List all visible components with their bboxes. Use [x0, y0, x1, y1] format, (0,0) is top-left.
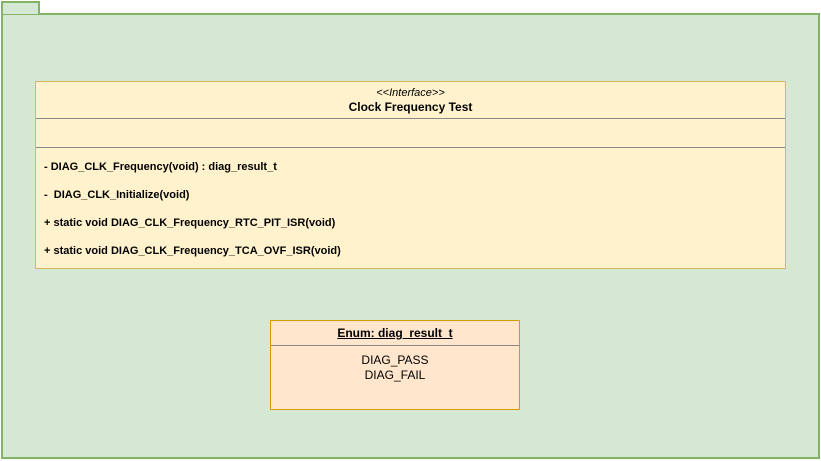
interface-method: - DIAG_CLK_Frequency(void) : diag_result… — [44, 161, 277, 173]
interface-method: - DIAG_CLK_Initialize(void) — [44, 189, 190, 201]
enum-value: DIAG_PASS — [361, 353, 429, 367]
interface-method: + static void DIAG_CLK_Frequency_RTC_PIT… — [44, 217, 336, 229]
interface-method: + static void DIAG_CLK_Frequency_TCA_OVF… — [44, 245, 341, 257]
interface-header: <<Interface>> Clock Frequency Test — [36, 82, 785, 119]
package-tab-shape[interactable] — [1, 1, 40, 14]
interface-class-box[interactable]: <<Interface>> Clock Frequency Test - DIA… — [35, 81, 786, 269]
interface-title: Clock Frequency Test — [348, 100, 473, 114]
interface-attributes-section — [36, 119, 785, 148]
interface-stereotype: <<Interface>> — [376, 87, 445, 99]
enum-title: Enum: diag_result_t — [271, 321, 519, 346]
enum-value: DIAG_FAIL — [364, 368, 426, 382]
enum-box[interactable]: Enum: diag_result_t DIAG_PASS DIAG_FAIL — [270, 320, 520, 410]
enum-values-section: DIAG_PASS DIAG_FAIL — [271, 346, 519, 409]
interface-methods-section: - DIAG_CLK_Frequency(void) : diag_result… — [36, 148, 785, 268]
